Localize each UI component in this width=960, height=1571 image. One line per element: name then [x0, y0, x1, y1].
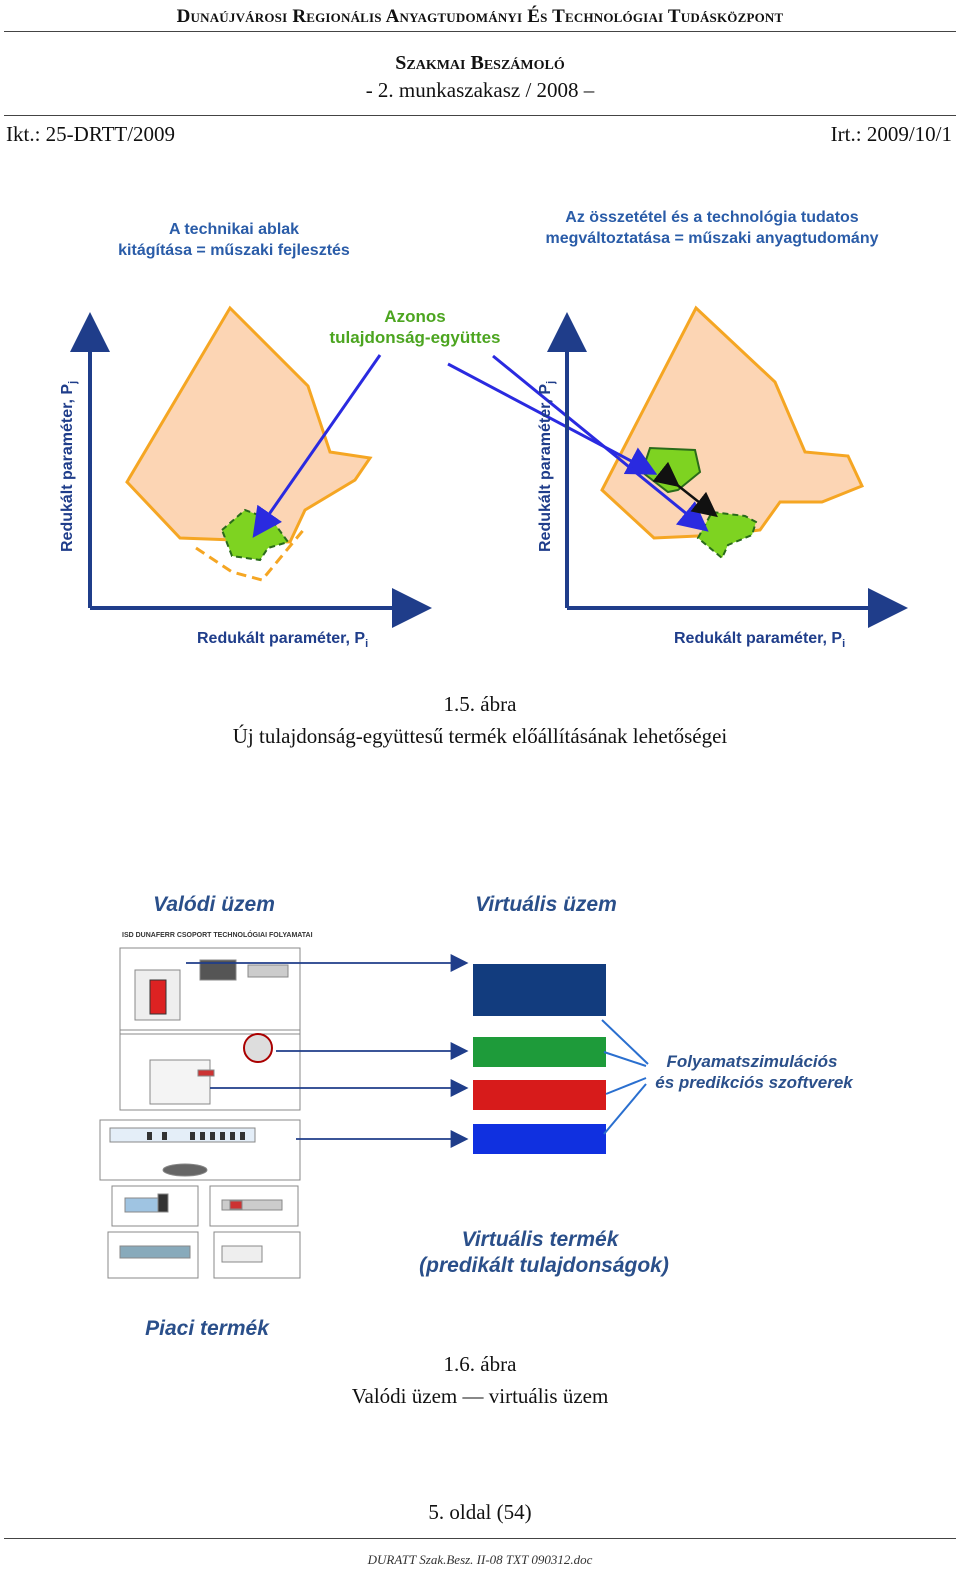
figure-2-diagram: Valódi üzem Virtuális üzem ISD DUNAFERR … [99, 893, 854, 1340]
ikt-number: Ikt.: 25-DRTT/2009 [6, 122, 176, 146]
software-pointers [601, 1019, 649, 1135]
label-right-line2: megváltoztatása = műszaki anyagtudomány [546, 230, 879, 247]
virtual-plant-label: Virtuális üzem [475, 893, 617, 916]
label-right-line1: Az összetétel és a technológia tudatos [565, 209, 859, 226]
label-left-line1: A technikai ablak [169, 221, 299, 238]
virtual-product-line1: Virtuális termék [462, 1228, 620, 1251]
left-y-axis-label: Redukált paraméter, Pj [59, 381, 79, 552]
label-center-line1: Azonos [384, 307, 445, 326]
header-divider [4, 31, 956, 32]
real-plant-label: Valódi üzem [153, 893, 275, 916]
report-subtitle: - 2. munkaszakasz / 2008 – [365, 78, 595, 102]
virtual-bar-3 [473, 1080, 606, 1110]
footer-filename: DURATT Szak.Besz. II-08 TXT 090312.doc [367, 1552, 593, 1567]
header-divider-2 [4, 115, 956, 116]
irt-number: Irt.: 2009/10/1 [830, 122, 952, 146]
virtual-bar-1 [473, 964, 606, 1016]
page-number: 5. oldal (54) [428, 1500, 532, 1524]
left-zone [125, 305, 373, 544]
market-product-label: Piaci termék [145, 1317, 270, 1340]
left-x-axis-label: Redukált paraméter, Pi [197, 630, 368, 650]
right-zone [600, 305, 865, 540]
process-header: ISD DUNAFERR CSOPORT TECHNOLÓGIAI FOLYAM… [122, 930, 313, 939]
virtual-bar-4 [473, 1124, 606, 1154]
virtual-bar-2 [473, 1037, 606, 1067]
process-flowchart [99, 947, 301, 1279]
right-x-axis-label: Redukált paraméter, Pi [674, 630, 845, 650]
organization-title: Dunaújvárosi Regionális Anyagtudományi É… [176, 6, 784, 27]
software-label-line2: és predikciós szoftverek [655, 1073, 854, 1092]
software-label-line1: Folyamatszimulációs [666, 1052, 837, 1071]
virtual-product-line2: (predikált tulajdonságok) [419, 1254, 669, 1277]
figure-2-caption: Valódi üzem — virtuális üzem [351, 1384, 609, 1408]
left-arrow [252, 354, 382, 538]
label-left-line2: kitágítása = műszaki fejlesztés [118, 242, 350, 259]
figure-1-caption: Új tulajdonság-együttesű termék előállít… [232, 724, 728, 748]
label-center-line2: tulajdonság-együttes [330, 328, 501, 347]
figure-2-number: 1.6. ábra [443, 1352, 517, 1376]
left-zone-expansion [195, 527, 307, 582]
figure-1-diagram: A technikai ablak kitágítása = műszaki f… [59, 209, 908, 650]
figure-1-number: 1.5. ábra [443, 692, 517, 716]
report-title: Szakmai Beszámoló [395, 52, 565, 74]
footer-divider [4, 1538, 956, 1539]
shift-arrow [652, 461, 718, 518]
right-y-axis-label: Redukált paraméter, Pj [537, 381, 557, 552]
right-arrow-1 [447, 362, 658, 475]
